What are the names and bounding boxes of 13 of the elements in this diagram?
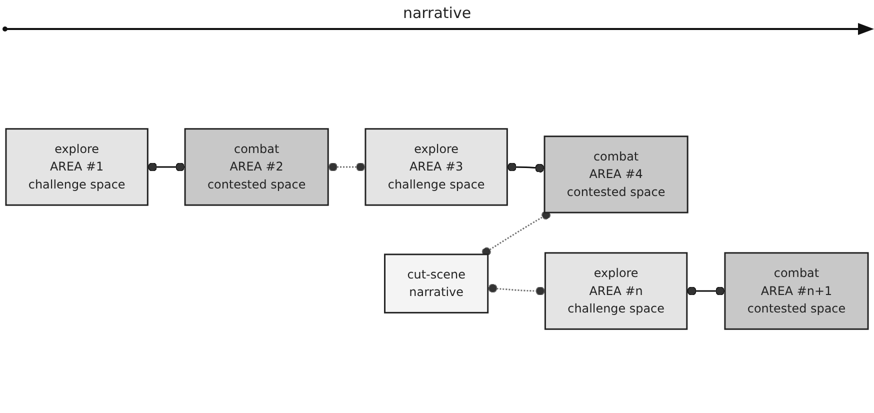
connector	[686, 286, 725, 296]
connector	[488, 284, 546, 296]
connector	[482, 210, 551, 256]
node-box: combat AREA #4 contested space	[544, 136, 688, 214]
node-box: combat AREA #2 contested space	[184, 128, 329, 206]
connector	[328, 162, 366, 172]
node-box: combat AREA #n+1 contested space	[724, 252, 869, 330]
node-box: explore AREA #n challenge space	[544, 252, 688, 330]
connector	[148, 162, 186, 172]
node-box: explore AREA #1 challenge space	[5, 128, 148, 206]
node-box: explore AREA #3 challenge space	[364, 128, 508, 206]
node-box: cut-scene narrative	[384, 254, 489, 314]
connector	[507, 162, 545, 173]
